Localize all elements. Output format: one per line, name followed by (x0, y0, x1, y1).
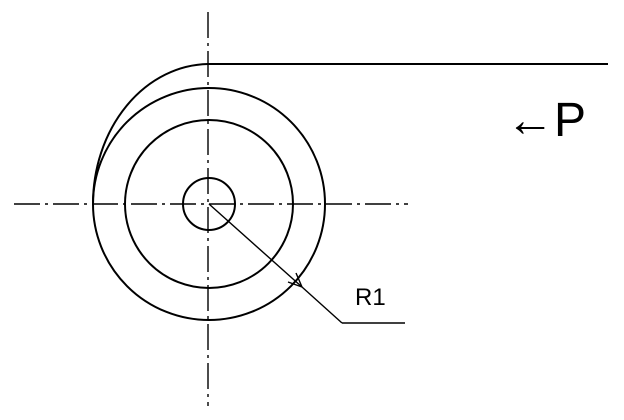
radius-label: R1 (355, 284, 386, 311)
hub-circle (182, 177, 236, 231)
radius-arrowhead (287, 272, 303, 288)
outer-pulley-circle (92, 87, 326, 321)
radius-leader-line (208, 203, 303, 288)
middle-circle (124, 119, 294, 289)
force-label: ←P (506, 94, 586, 147)
leader-extension-line (301, 286, 343, 324)
belt-wrap-line (92, 63, 608, 205)
